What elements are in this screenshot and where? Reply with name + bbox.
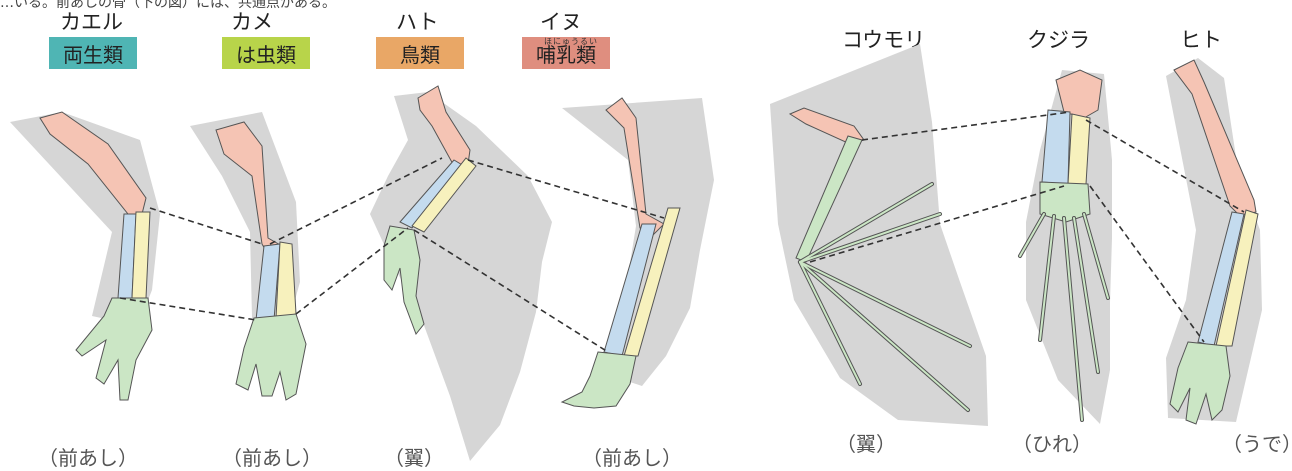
whale-radius — [1042, 110, 1070, 184]
turtle-hand — [236, 314, 306, 400]
dog-hand — [562, 352, 636, 408]
turtle-ulna — [276, 242, 296, 318]
frog-hand — [76, 298, 152, 400]
whale-ulna — [1068, 114, 1090, 184]
